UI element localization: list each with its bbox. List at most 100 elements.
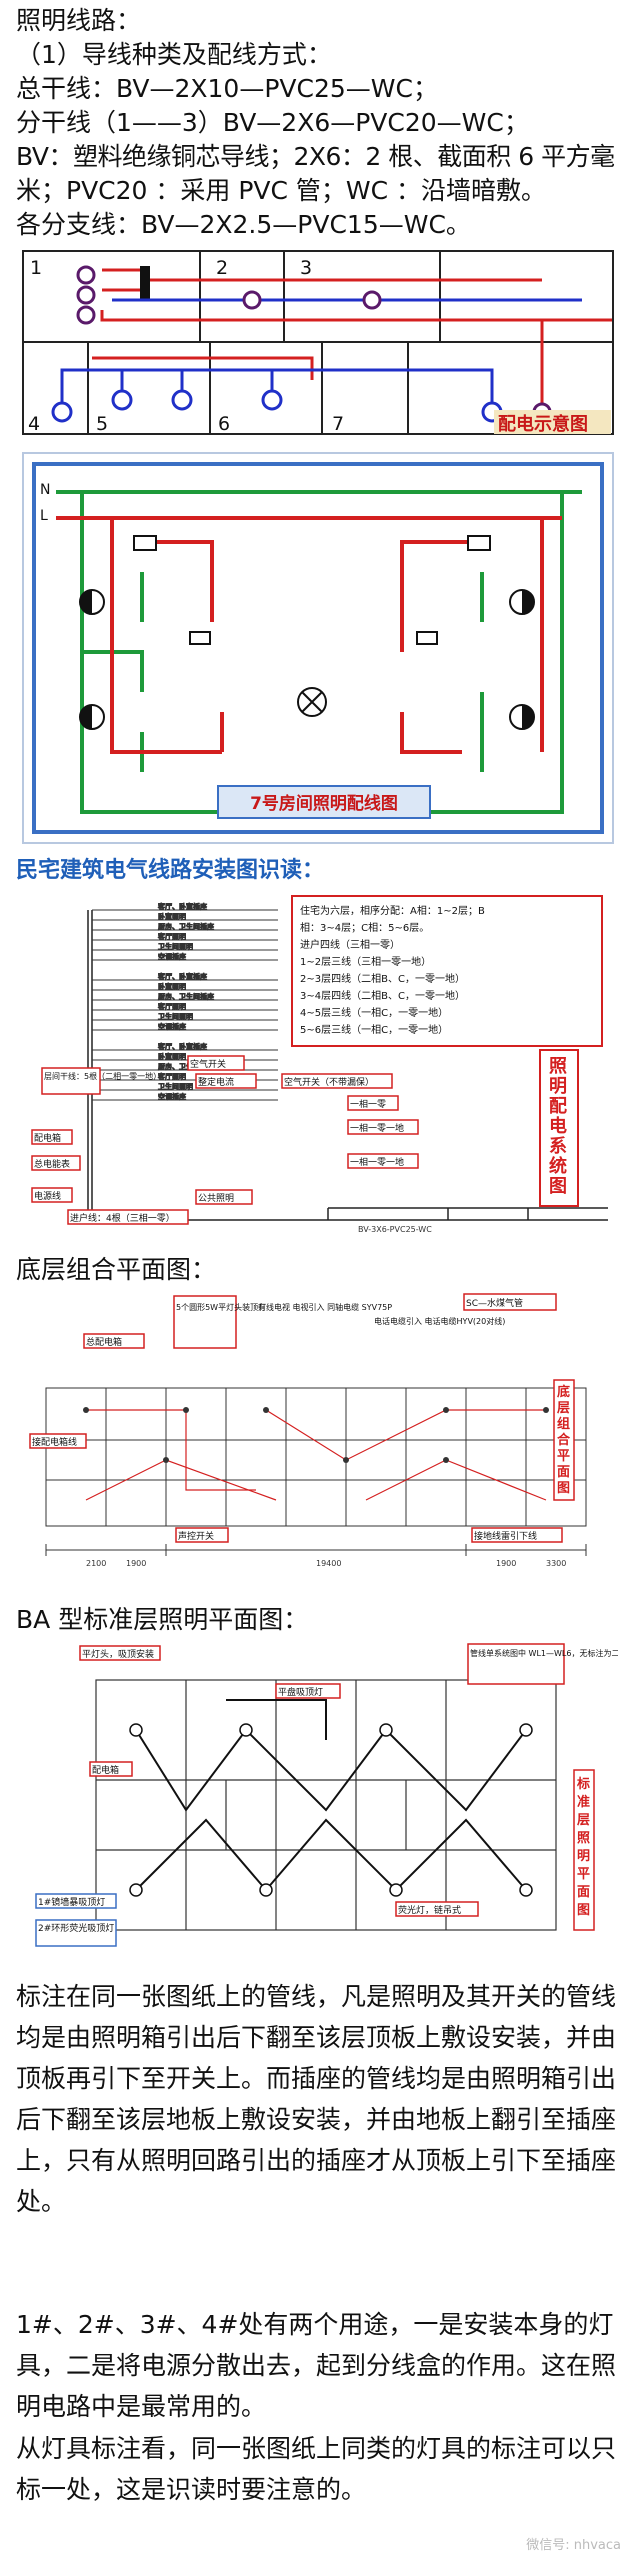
dimension-label: 1900 [496,1559,516,1568]
distribution-caption: 配电示意图 [498,413,588,435]
phone-cable-callout: 电话电缆引入 电话电缆HYV(20对线) [374,1316,505,1326]
room7-wiring-diagram: N L 7号房间照明配线图 [22,452,614,844]
wire-type-heading: （1）导线种类及配线方式： [16,40,332,69]
l-label: L [40,508,48,524]
circuit-label: 空调插座 [158,1092,186,1101]
system-note-line: 住宅为六层，相序分配：A相：1~2层；B [300,904,485,917]
ba-dist-box-callout: 配电箱 [92,1764,119,1776]
common-light-callout: 公共照明 [198,1193,234,1204]
system-note-line: 进户四线（三相一零） [300,938,400,951]
system-vertical-label-char: 配 [549,1096,567,1117]
ba-floor-lighting-plan: 平灯头，吸顶安装 平盘吸顶灯 配电箱 管线单系统图中 WL1—WL6，无标注为二… [26,1640,618,1960]
ground-vertical-label-char: 图 [557,1481,570,1496]
watermark: 微信号: nhvaca [526,2538,621,2553]
system-note-line: 4~5层三线（一相C，一零一地） [300,1006,448,1019]
system-note-line: 3~4层四线（二相B、C，一零一地） [300,989,465,1002]
circuit-label: 空调插座 [158,1022,186,1031]
ceiling-lamp-callout: 平盘吸顶灯 [278,1686,323,1698]
air-switch-callout: 空气开关 [190,1058,226,1070]
circuit-label: 客厅、卧室插座 [158,902,207,911]
circuit-label: 卧室照明 [158,1052,186,1061]
ba-vertical-label-char: 面 [577,1885,590,1900]
system-vertical-label-char: 系 [549,1136,567,1157]
ground-vertical-label-char: 底 [557,1384,570,1400]
circuit-label: 客厅照明 [158,1072,186,1081]
circuit-label: 客厅照明 [158,932,186,941]
main-meter-callout: 总电能表 [34,1158,70,1170]
room-label-5: 5 [96,413,108,435]
system-note-line: 相：3~4层；C相：5~6层。 [300,921,429,934]
room-label-2: 2 [216,257,228,279]
circuit-label: 卫生间照明 [158,1012,193,1021]
room-label-3: 3 [300,257,312,279]
room7-caption: 7号房间照明配线图 [250,793,398,814]
circuit-label: 空调插座 [158,952,186,961]
ground-vertical-label-char: 面 [557,1465,570,1480]
ba-vertical-label-char: 准 [577,1794,590,1810]
circuit-label: 客厅、卧室插座 [158,972,207,981]
dist-box-callout: 配电箱 [34,1132,61,1144]
one-phase-ground-callout: 一相一零一地 [350,1122,404,1134]
system-note-line: 2~3层四线（二相B、C，一零一地） [300,972,465,985]
fluorescent-callout: 荧光灯，链吊式 [398,1904,461,1916]
circuit-label: 客厅、卧室插座 [158,1042,207,1051]
junction-paragraph: 1#、2#、3#、4#处有两个用途，一是安装本身的灯具，二是将电源分散出去，起到… [16,2310,617,2421]
lamp-notation-paragraph: 从灯具标注看，同一张图纸上同类的灯具的标注可以只标一处，这是识读时要注意的。 [16,2434,617,2504]
dimension-label: 3300 [546,1559,566,1568]
ba-vertical-label-char: 标 [576,1776,590,1792]
residential-heading: 民宅建筑电气线路安装图识读： [16,858,325,883]
system-note-line: 1~2层三线（三相一零一地） [300,955,431,968]
sub-branch-spec: 各分支线：BV—2X2.5—PVC15—WC。 [16,210,471,239]
flat-lamp-callout: 平灯头，吸顶安装 [82,1648,154,1660]
room-label-6: 6 [218,413,230,435]
lamp2-callout: 2#环形荧光吸顶灯 [38,1922,114,1934]
incoming-line-callout: 进户线：4根（三相一零） [70,1212,175,1224]
ground-vertical-label-char: 层 [557,1401,570,1416]
n-label: N [40,482,50,498]
floor-wire-callout: 层间干线：5根（二相一零一地） [44,1071,161,1081]
ba-vertical-label-char: 图 [577,1903,590,1918]
room-label-1: 1 [30,257,42,279]
sound-switch-callout: 声控开关 [178,1530,214,1542]
circuit-label: 卫生间照明 [158,1082,193,1091]
circuit-label: 卧室照明 [158,982,186,991]
ground-vertical-label-char: 平 [557,1449,570,1464]
system-vertical-label-char: 照 [549,1056,567,1077]
branch-line-spec: 分干线（1——3）BV—2X6—PVC20—WC； [16,108,529,137]
system-vertical-label-char: 电 [549,1115,567,1137]
ground-vertical-label-char: 合 [557,1432,571,1448]
system-vertical-label-char: 图 [549,1176,567,1197]
system-note-line: 5~6层三线（一相C，一零一地） [300,1023,448,1036]
circuit-note-callout: 管线单系统图中 WL1—WL6，无标注为二根线 [470,1648,618,1658]
dimension-label: 19400 [316,1559,341,1568]
pipe-routing-paragraph: 标注在同一张图纸上的管线，凡是照明及其开关的管线均是由照明箱引出后下翻至该层顶板… [16,1982,617,2216]
cable-tv-callout: 有线电视 电视引入 同轴电缆 SYV75P [258,1302,392,1312]
main-line-spec: 总干线：BV—2X10—PVC25—WC； [16,74,438,103]
circuit-label: 厨房、卫生间插座 [158,1062,214,1071]
system-vertical-label-char: 明 [549,1076,567,1097]
ba-vertical-label-char: 层 [577,1813,590,1828]
ba-vertical-label-char: 平 [577,1867,590,1882]
circuit-label: 卫生间照明 [158,942,193,951]
set-current-callout: 整定电流 [198,1076,234,1088]
bv-definition-2: 米；PVC20 ：采用 PVC 管；WC ：沿墙暗敷。 [16,176,547,205]
circuit-label: 厨房、卫生间插座 [158,922,214,931]
distribution-diagram: 1 2 3 4 5 6 7 配电示意图 [22,250,614,435]
ba-vertical-label-char: 明 [577,1849,590,1864]
dimension-label: 2100 [86,1559,106,1568]
power-line-callout: 电源线 [34,1190,61,1202]
lightning-down-callout: 接地线雷引下线 [474,1530,537,1542]
cable-spec: BV-3X6-PVC25-WC [358,1225,432,1234]
ba-floor-heading: BA 型标准层照明平面图： [16,1605,309,1634]
ground-floor-heading: 底层组合平面图： [16,1255,217,1284]
one-phase-callout: 一相一零 [350,1098,386,1110]
lighting-distribution-system: 客厅、卧室插座卧室照明厨房、卫生间插座客厅照明卫生间照明空调插座客厅、卧室插座卧… [28,890,618,1238]
main-box-callout: 总配电箱 [86,1336,122,1348]
room-label-4: 4 [28,413,40,435]
ground-vertical-label-char: 组 [557,1416,570,1432]
bv-definition-1: BV：塑料绝缘铜芯导线；2X6：2 根、截面积 6 平方毫 [16,142,615,171]
ground-floor-plan: 总配电箱 5个圆形5W平灯头装顶灯 有线电视 电视引入 同轴电缆 SYV75P … [26,1290,618,1590]
circuit-label: 厨房、卫生间插座 [158,992,214,1001]
circuit-label: 客厅照明 [158,1002,186,1011]
circuit-label: 卧室照明 [158,912,186,921]
